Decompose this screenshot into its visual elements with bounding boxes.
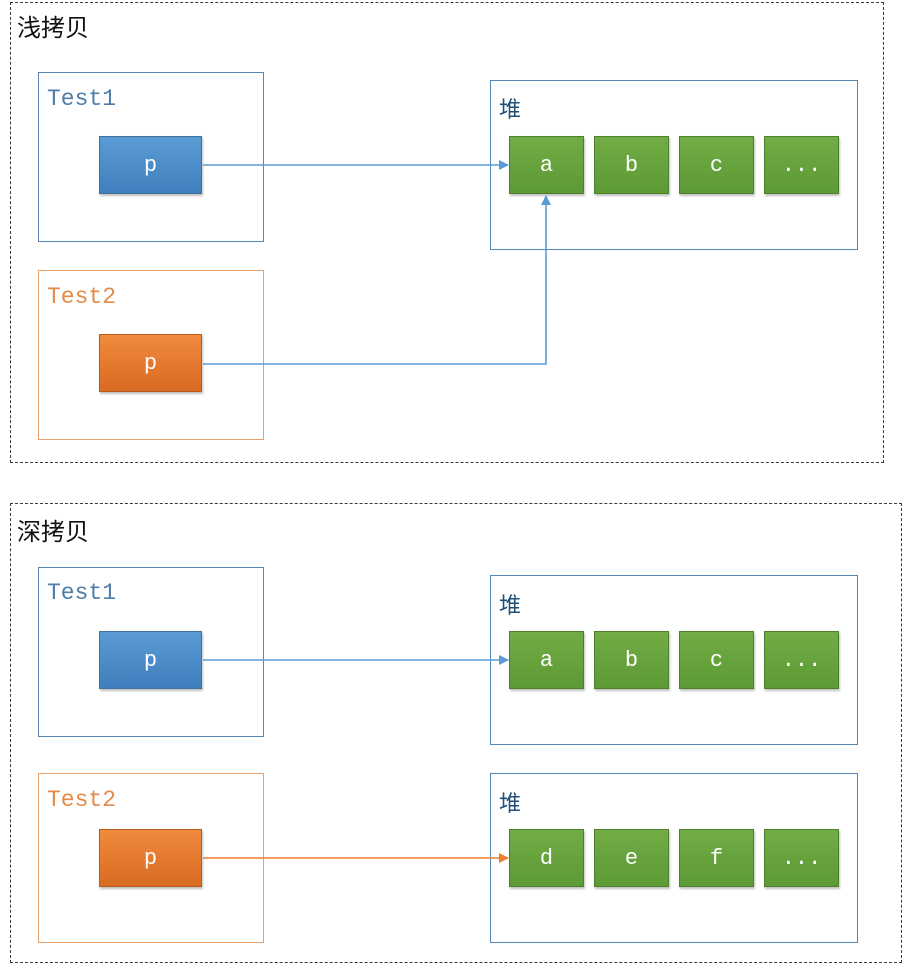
shallow-copy-section bbox=[10, 2, 884, 463]
shallow-heap-cell: c bbox=[679, 136, 754, 194]
deep-heap1-title: 堆 bbox=[499, 594, 522, 619]
shallow-test2-arrow bbox=[203, 195, 551, 365]
deep-heap1-cell: c bbox=[679, 631, 754, 689]
deep-test1-label: Test1 bbox=[47, 580, 117, 606]
deep-heap2-cell: e bbox=[594, 829, 669, 887]
deep-copy-title: 深拷贝 bbox=[17, 518, 89, 546]
deep-test1-pointer: p bbox=[99, 631, 202, 689]
deep-heap1-cell: ... bbox=[764, 631, 839, 689]
deep-heap1-cell: a bbox=[509, 631, 584, 689]
shallow-heap-cell: a bbox=[509, 136, 584, 194]
deep-heap2-cell: f bbox=[679, 829, 754, 887]
deep-heap2-cell: ... bbox=[764, 829, 839, 887]
deep-test2-label: Test2 bbox=[47, 787, 117, 813]
deep-heap1-cell: b bbox=[594, 631, 669, 689]
deep-heap2-title: 堆 bbox=[499, 792, 522, 817]
shallow-heap-cell: ... bbox=[764, 136, 839, 194]
shallow-heap-title: 堆 bbox=[499, 98, 522, 123]
shallow-copy-title: 浅拷贝 bbox=[17, 14, 89, 42]
deep-heap2-cell: d bbox=[509, 829, 584, 887]
deep-test2-pointer: p bbox=[99, 829, 202, 887]
shallow-test2-label: Test2 bbox=[47, 284, 117, 310]
shallow-test1-pointer: p bbox=[99, 136, 202, 194]
shallow-heap-cell: b bbox=[594, 136, 669, 194]
shallow-test1-label: Test1 bbox=[47, 86, 117, 112]
shallow-test2-pointer: p bbox=[99, 334, 202, 392]
